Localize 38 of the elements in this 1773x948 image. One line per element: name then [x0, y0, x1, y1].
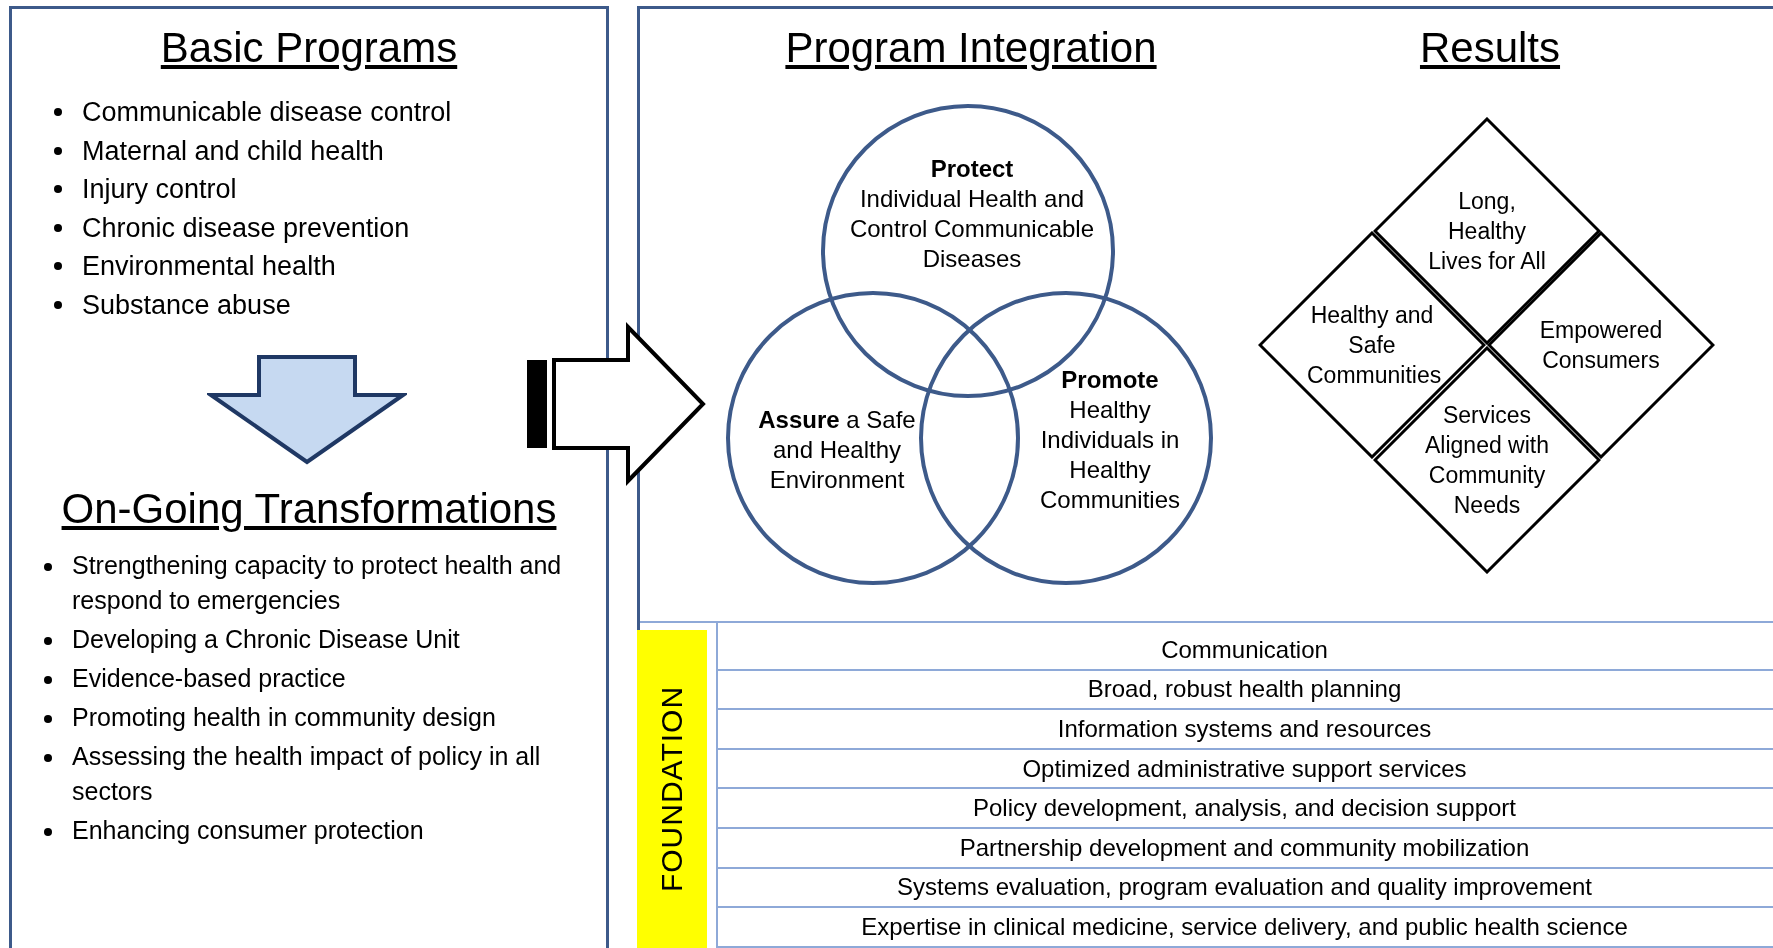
list-item: Environmental health: [82, 251, 336, 281]
text: Information systems and resources: [1057, 715, 1432, 743]
list-item: Enhancing consumer protection: [72, 816, 424, 844]
heading: Protect: [929, 154, 1015, 184]
list-item: Promoting health in community design: [72, 703, 496, 731]
circle: [726, 291, 1020, 585]
text: Systems evaluation, program evaluation and quality improvement: [897, 873, 1592, 902]
list-item: Chronic disease prevention: [82, 212, 410, 243]
text: Services Aligned with Community Needs: [1424, 401, 1550, 520]
text: Expertise in clinical medicine, service delivery, and public health science: [861, 913, 1628, 941]
list-item: Maternal and child health: [82, 135, 384, 166]
circle: [919, 291, 1213, 585]
list-item: Evidence-based practice: [72, 664, 346, 692]
list-item: Assessing the health impact of policy in all sectors: [72, 742, 541, 805]
block-arrow: [527, 322, 706, 486]
list-item: Substance abuse: [82, 289, 291, 320]
heading: Basic Programs: [159, 23, 459, 73]
text: Communication: [1161, 635, 1328, 664]
text: Healthy Individuals in Healthy Communities: [1038, 395, 1181, 515]
heading: Program Integration: [785, 23, 1157, 73]
list-item: Strengthening capacity to protect health and respond to emergencies: [72, 551, 562, 614]
text: Individual Health and Control Communicable Diseases: [848, 184, 1096, 274]
heading: Promote: [1060, 365, 1160, 395]
list-item: Developing a Chronic Disease Unit: [72, 625, 460, 653]
text: FOUNDATION: [655, 685, 689, 893]
text: Broad, robust health planning: [1087, 675, 1402, 704]
heading: Results: [1419, 23, 1561, 73]
panel: [637, 6, 1773, 948]
list-item: Injury control: [82, 174, 237, 204]
text: Empowered Consumers: [1538, 316, 1664, 375]
heading: On-Going Transformations: [60, 484, 558, 534]
text: Optimized administrative support services: [1022, 754, 1467, 783]
text: Long, Healthy Lives for All: [1427, 187, 1547, 276]
list-item: Communicable disease control: [82, 97, 452, 127]
text: Assure a Safe and Healthy Environment: [757, 405, 917, 495]
text: Policy development, analysis, and decision support: [973, 794, 1516, 823]
text: Partnership development and community mobilization: [959, 833, 1530, 862]
label-bar: [637, 630, 707, 948]
